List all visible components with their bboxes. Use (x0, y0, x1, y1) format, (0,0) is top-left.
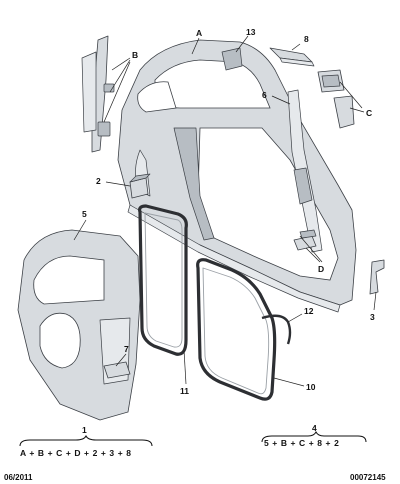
patch-panel-13[interactable] (221, 47, 243, 71)
callout-13: 13 (246, 27, 256, 37)
callout-5: 5 (82, 209, 87, 219)
kit-1-formula: A + B + C + D + 2 + 3 + 8 (20, 448, 132, 458)
hinge-bracket-3[interactable] (369, 259, 385, 295)
rear-pillar-strip[interactable] (81, 35, 115, 153)
kit-4-number: 4 (312, 423, 317, 433)
rear-quarter-outer-5[interactable] (17, 229, 141, 421)
leader-lines (73, 35, 377, 387)
kit-formula-1: 1 A + B + C + D + 2 + 3 + 8 (19, 425, 153, 458)
kit-formula-4: 4 5 + B + C + 8 + 2 (261, 423, 367, 448)
door-seal-11[interactable] (138, 204, 188, 356)
kit-4-formula: 5 + B + C + 8 + 2 (264, 438, 339, 448)
a-pillar-bracket-c[interactable] (317, 69, 355, 129)
bracket-2[interactable] (129, 173, 151, 199)
callout-a: A (196, 28, 202, 38)
callout-3: 3 (370, 312, 375, 322)
callout-10: 10 (306, 382, 316, 392)
callout-2: 2 (96, 176, 101, 186)
bracket-d[interactable] (293, 229, 317, 251)
callout-12: 12 (304, 306, 314, 316)
callout-labels: A B 8 13 C 6 2 D 3 12 5 7 11 10 (82, 27, 375, 396)
callout-b: B (132, 50, 138, 60)
callout-8: 8 (304, 34, 309, 44)
door-seal-10[interactable] (196, 258, 277, 401)
footer-ref: 00072145 (350, 473, 386, 482)
callout-6: 6 (262, 90, 267, 100)
callout-d: D (318, 264, 324, 274)
callout-7: 7 (124, 344, 129, 354)
b-pillar-reinforcement-6[interactable] (287, 89, 323, 253)
footer-date: 06/2011 (4, 473, 33, 482)
kit-1-number: 1 (82, 425, 87, 435)
callout-c: C (366, 108, 372, 118)
callout-11: 11 (180, 386, 189, 396)
roof-rail-bracket-8[interactable] (269, 47, 315, 67)
